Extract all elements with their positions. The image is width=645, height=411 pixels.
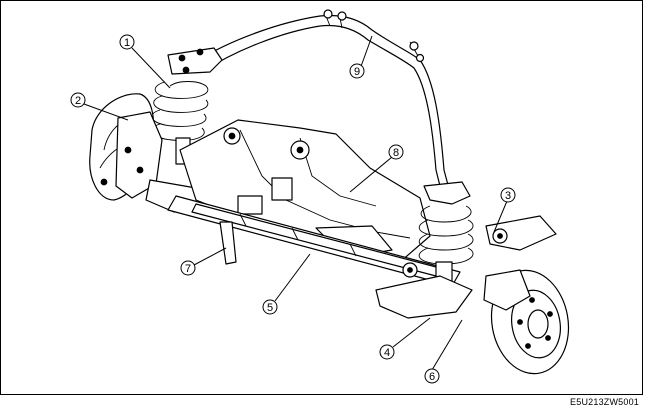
svg-text:7: 7 [185, 263, 191, 275]
left-shock-absorber-coil-spring [151, 47, 223, 165]
svg-text:4: 4 [384, 347, 390, 359]
stabilizer-link [219, 221, 237, 265]
svg-text:9: 9 [354, 66, 360, 78]
svg-text:6: 6 [429, 371, 435, 383]
svg-text:5: 5 [267, 302, 273, 314]
callout-leaders [83, 35, 508, 371]
right-upper-mount [485, 215, 557, 251]
callout-9: 9 [349, 63, 365, 79]
svg-text:3: 3 [505, 190, 511, 202]
right-hub-brake-rotor [483, 269, 570, 375]
svg-text:8: 8 [393, 147, 399, 159]
figure-code: E5U213ZW5001 [570, 397, 639, 407]
left-knuckle-brake [89, 93, 163, 201]
callout-6: 6 [424, 368, 440, 384]
callout-7: 7 [180, 260, 196, 276]
right-lower-arm [375, 262, 473, 319]
callout-2: 2 [70, 92, 86, 108]
svg-text:1: 1 [124, 37, 130, 49]
callout-8: 8 [388, 144, 404, 160]
svg-text:2: 2 [75, 95, 81, 107]
callout-5: 5 [262, 299, 278, 315]
callout-3: 3 [500, 187, 516, 203]
callout-1: 1 [119, 34, 135, 50]
callout-4: 4 [379, 344, 395, 360]
